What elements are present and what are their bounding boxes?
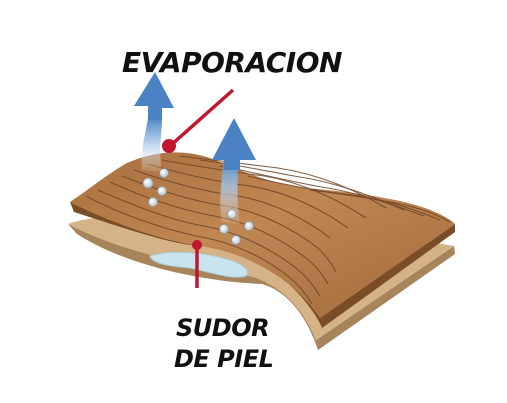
moisture-droplets <box>142 168 254 245</box>
evaporation-pointer <box>162 88 235 153</box>
sweat-pointer-dot <box>192 240 202 250</box>
droplet <box>231 235 241 245</box>
droplet <box>219 224 229 234</box>
vapor-trail-left <box>141 118 162 172</box>
sweat-label-line2: DE PIEL <box>174 345 274 373</box>
droplet <box>244 221 254 231</box>
bottom-layer-edge <box>68 224 455 350</box>
arrow-head-right <box>212 118 256 170</box>
top-layer-edge <box>70 202 455 328</box>
arrow-head-left <box>134 72 174 120</box>
evaporation-pointer-dot <box>162 139 176 153</box>
droplet <box>142 177 154 189</box>
evaporation-label: EVAPORACION <box>122 46 342 79</box>
vapor-arrow-left <box>134 72 174 172</box>
droplet <box>148 197 158 207</box>
droplet <box>157 186 167 196</box>
vapor-arrow-right <box>212 118 256 224</box>
droplet <box>159 168 169 178</box>
evaporation-pointer-line <box>168 88 235 148</box>
droplet <box>227 209 237 219</box>
top-layer-surface <box>70 152 455 318</box>
vapor-trail-right <box>220 158 240 224</box>
sweat-pointer <box>192 240 202 288</box>
sweat-label-line1: SUDOR <box>176 314 270 342</box>
